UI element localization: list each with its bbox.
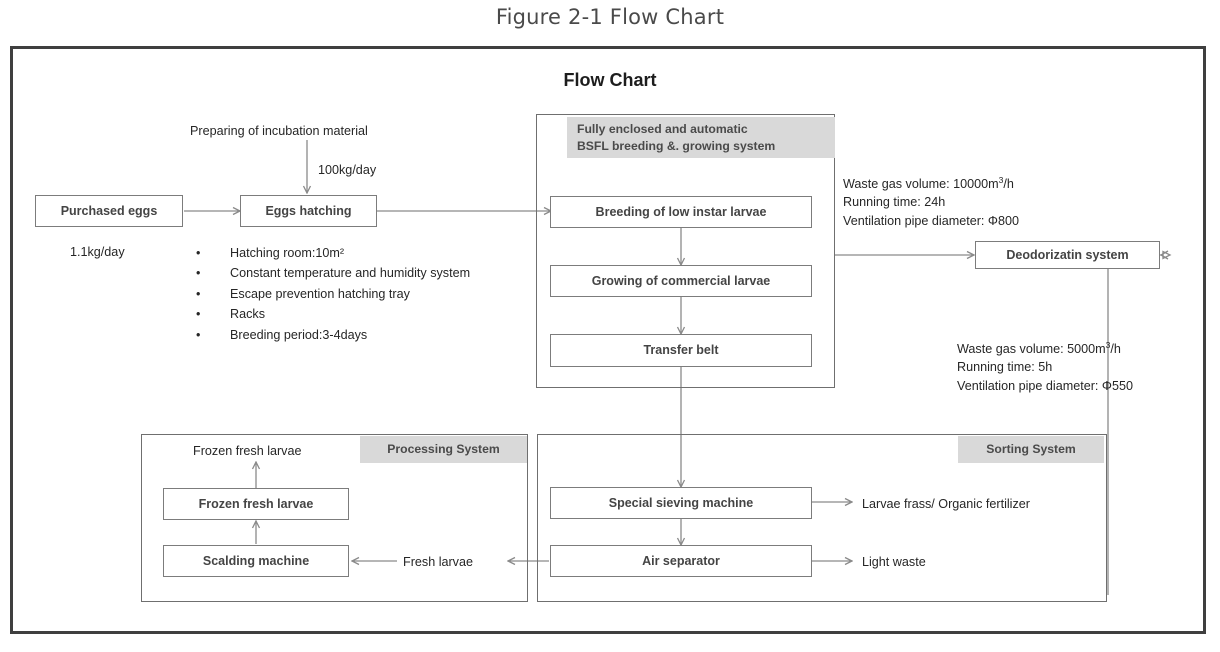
list-item: • Constant temperature and humidity syst…: [196, 263, 470, 283]
processing-system-output-label: Frozen fresh larvae: [193, 444, 302, 458]
sorting-output-larvae-frass: Larvae frass/ Organic fertilizer: [862, 497, 1030, 511]
bullet-icon: •: [196, 307, 201, 322]
box-eggs-hatching-label: Eggs hatching: [265, 203, 352, 218]
bullet-icon: •: [196, 246, 201, 260]
deodorization-annotation-top: Waste gas volume: 10000m3/h Running time…: [843, 175, 1019, 230]
hatching-notes-list: • Hatching room:10m² • Constant temperat…: [196, 243, 470, 345]
sorting-output-light-waste: Light waste: [862, 555, 926, 569]
box-purchased-eggs[interactable]: Purchased eggs: [35, 195, 183, 227]
list-item: • Racks: [196, 304, 470, 324]
annotation-line: Running time: 24h: [843, 195, 946, 210]
container-sorting-system: [537, 434, 1107, 602]
fresh-larvae-transfer-label: Fresh larvae: [403, 555, 473, 569]
incubation-rate-label: 100kg/day: [318, 163, 377, 177]
box-breeding-low-instar-larvae[interactable]: Breeding of low instar larvae: [550, 196, 812, 228]
box-growing-commercial-larvae[interactable]: Growing of commercial larvae: [550, 265, 812, 297]
annotation-line: Waste gas volume: 5000m3/h: [957, 339, 1121, 356]
container-processing-system: [141, 434, 528, 602]
box-air-separator[interactable]: Air separator: [550, 545, 812, 577]
chart-title: Flow Chart: [563, 70, 657, 90]
list-item: • Hatching room:10m²: [196, 243, 470, 263]
bsfl-system-label-line1: Fully enclosed and automatic: [577, 122, 748, 137]
box-eggs-hatching[interactable]: Eggs hatching: [240, 195, 377, 227]
processing-system-label: Processing System: [360, 436, 527, 463]
figure-caption: Figure 2-1 Flow Chart: [495, 5, 725, 29]
annotation-line: Ventilation pipe diameter: Φ550: [957, 378, 1133, 393]
bsfl-system-label-line2: BSFL breeding &. growing system: [577, 138, 776, 153]
box-frozen-fresh-larvae[interactable]: Frozen fresh larvae: [163, 488, 349, 520]
purchased-eggs-rate: 1.1kg/day: [70, 245, 125, 259]
box-transfer-belt[interactable]: Transfer belt: [550, 334, 812, 367]
bsfl-system-label: Fully enclosed and automatic BSFL breedi…: [567, 117, 835, 158]
incubation-material-label: Preparing of incubation material: [190, 124, 368, 138]
sorting-system-label: Sorting System: [958, 436, 1104, 463]
box-purchased-eggs-label: Purchased eggs: [60, 203, 158, 218]
list-item: • Breeding period:3-4days: [196, 325, 470, 345]
container-bsfl-system: [536, 114, 835, 388]
box-special-sieving-machine[interactable]: Special sieving machine: [550, 487, 812, 519]
box-deodorization-system[interactable]: Deodorizatin system: [975, 241, 1160, 269]
bullet-icon: •: [196, 286, 201, 301]
box-scalding-machine[interactable]: Scalding machine: [163, 545, 349, 577]
annotation-line: Waste gas volume: 10000m3/h: [843, 174, 1014, 191]
list-item: • Escape prevention hatching tray: [196, 284, 470, 304]
annotation-line: Ventilation pipe diameter: Φ800: [843, 213, 1019, 228]
bullet-icon: •: [196, 266, 201, 281]
annotation-line: Running time: 5h: [957, 360, 1053, 375]
bullet-icon: •: [196, 327, 201, 342]
deodorization-annotation-bottom: Waste gas volume: 5000m3/h Running time:…: [957, 340, 1133, 395]
